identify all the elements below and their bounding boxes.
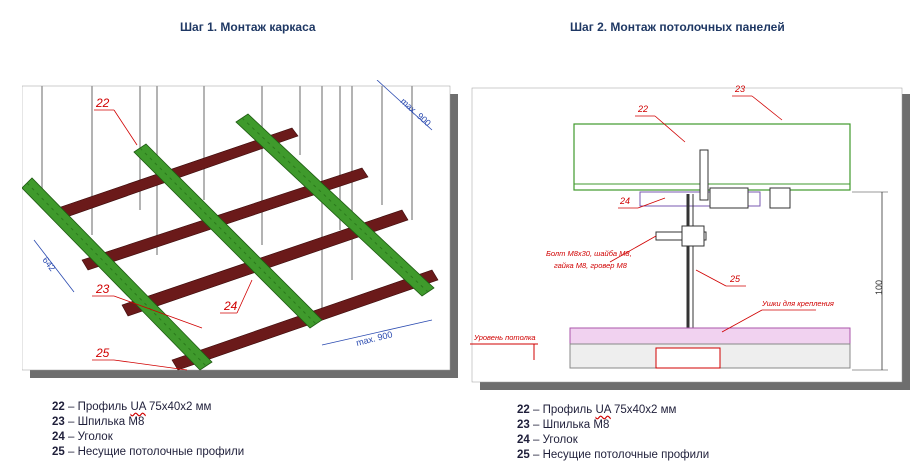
bolt-label-1: Болт М8х30, шайба М8, — [546, 249, 632, 258]
legend-item: 22 – Профиль UA 75х40х2 мм — [52, 401, 212, 413]
bolt-label-2: гайка М8, гровер М8 — [554, 261, 628, 270]
callout-22: 22 — [95, 96, 110, 110]
s2-callout-24: 24 — [619, 196, 630, 206]
panel-mounting-section: 100 22 23 24 25 Болт М8х30, шайба М8, га… — [470, 80, 910, 390]
callout-24: 24 — [223, 299, 238, 313]
frame-assembly-illustration: max. 900 max. 900 642 22 23 24 25 — [21, 79, 460, 380]
legend-item: 25 – Несущие потолочные профили — [517, 449, 710, 461]
legend-item: 24 – Уголок — [517, 434, 578, 446]
dim-height: 100 — [874, 280, 884, 295]
legend-item: 24 – Уголок — [52, 431, 113, 443]
legend-step1: 22 – Профиль UA 75х40х2 мм 23 – Шпилька … — [52, 400, 244, 460]
step2-title: Шаг 2. Монтаж потолочных панелей — [570, 20, 785, 34]
s2-callout-25: 25 — [729, 274, 741, 284]
s2-callout-22: 22 — [637, 104, 648, 114]
legend-item: 23 – Шпилька М8 — [52, 416, 145, 428]
legend-item: 22 – Профиль UA 75х40х2 мм — [517, 404, 677, 416]
legend-item: 23 – Шпилька М8 — [517, 419, 610, 431]
legend-step2: 22 – Профиль UA 75х40х2 мм 23 – Шпилька … — [517, 403, 709, 463]
callout-25: 25 — [95, 346, 110, 360]
step1-title: Шаг 1. Монтаж каркаса — [180, 20, 316, 34]
s2-callout-23: 23 — [734, 84, 745, 94]
callout-23: 23 — [95, 282, 110, 296]
ears-label: Ушки для крепления — [761, 299, 834, 308]
legend-item: 25 – Несущие потолочные профили — [52, 446, 245, 458]
level-label: Уровень потолка — [473, 333, 536, 342]
